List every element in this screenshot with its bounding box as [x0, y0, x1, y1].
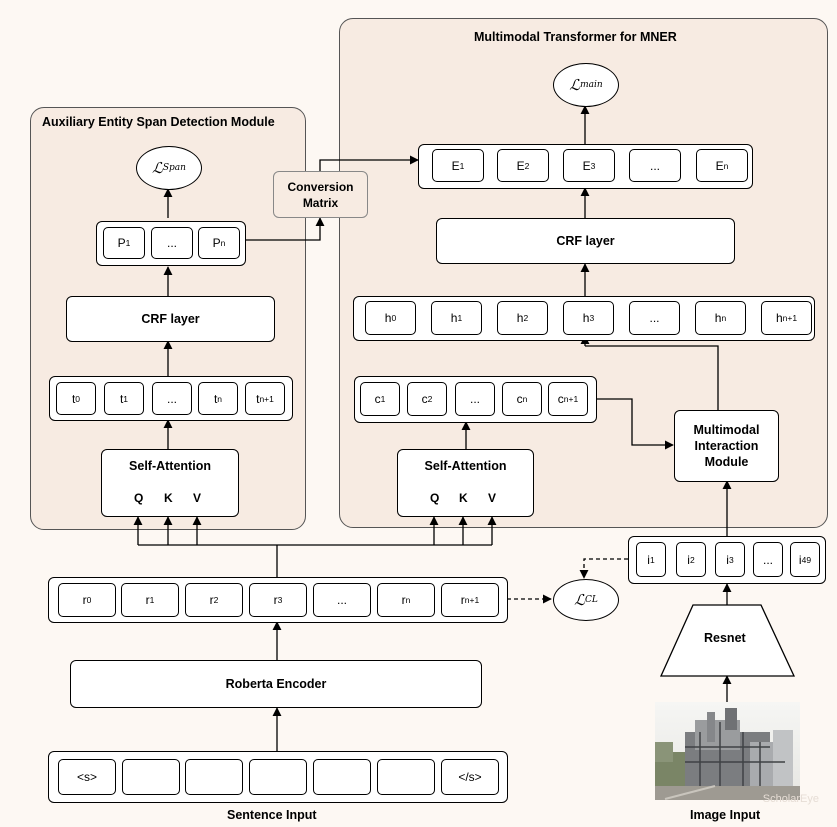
q-label-left: Q [134, 491, 144, 505]
v-label-left: V [193, 491, 202, 505]
c-token: ... [455, 382, 495, 416]
p-token: ... [151, 227, 193, 259]
wire-p-to-conversion [245, 217, 325, 241]
image-input-caption: Image Input [690, 808, 761, 822]
h-token: ... [629, 301, 680, 335]
self-attention-left-title: Self-Attention [129, 459, 211, 473]
k-label-right: K [459, 491, 468, 505]
wire-conversion-to-e [319, 155, 419, 171]
v-label-right: V [488, 491, 497, 505]
resnet-label: Resnet [704, 631, 746, 645]
s-token [185, 759, 243, 795]
e-token: ... [629, 149, 681, 182]
wire-c-to-mim [596, 398, 674, 450]
s-token: <s> [58, 759, 116, 795]
s-token: </s> [441, 759, 499, 795]
wire-mim-to-h [585, 345, 719, 410]
multimodal-transformer-title: Multimodal Transformer for MNER [474, 30, 677, 44]
watermark: ScholarEye [762, 793, 819, 805]
roberta-encoder: Roberta Encoder [70, 660, 482, 708]
self-attention-left: Self-Attention Q K V [101, 449, 239, 517]
q-label-right: Q [430, 491, 440, 505]
s-token [313, 759, 371, 795]
auxiliary-span-title: Auxiliary Entity Span Detection Module [42, 115, 275, 129]
r-token: ... [313, 583, 371, 617]
s-token [377, 759, 435, 795]
crf-layer-left: CRF layer [66, 296, 275, 342]
crf-layer-right: CRF layer [436, 218, 735, 264]
k-label-left: K [164, 491, 173, 505]
self-attention-right-title: Self-Attention [424, 459, 507, 473]
wire-i-to-lcl [579, 558, 628, 579]
resnet-shape [659, 604, 796, 677]
i-token: ... [753, 542, 783, 577]
sentence-input-caption: Sentence Input [227, 808, 317, 822]
industrial-plant-image [655, 702, 800, 800]
t-token: ... [152, 382, 192, 415]
s-token [122, 759, 180, 795]
s-token [249, 759, 307, 795]
self-attention-right: Self-Attention Q K V [397, 449, 534, 517]
